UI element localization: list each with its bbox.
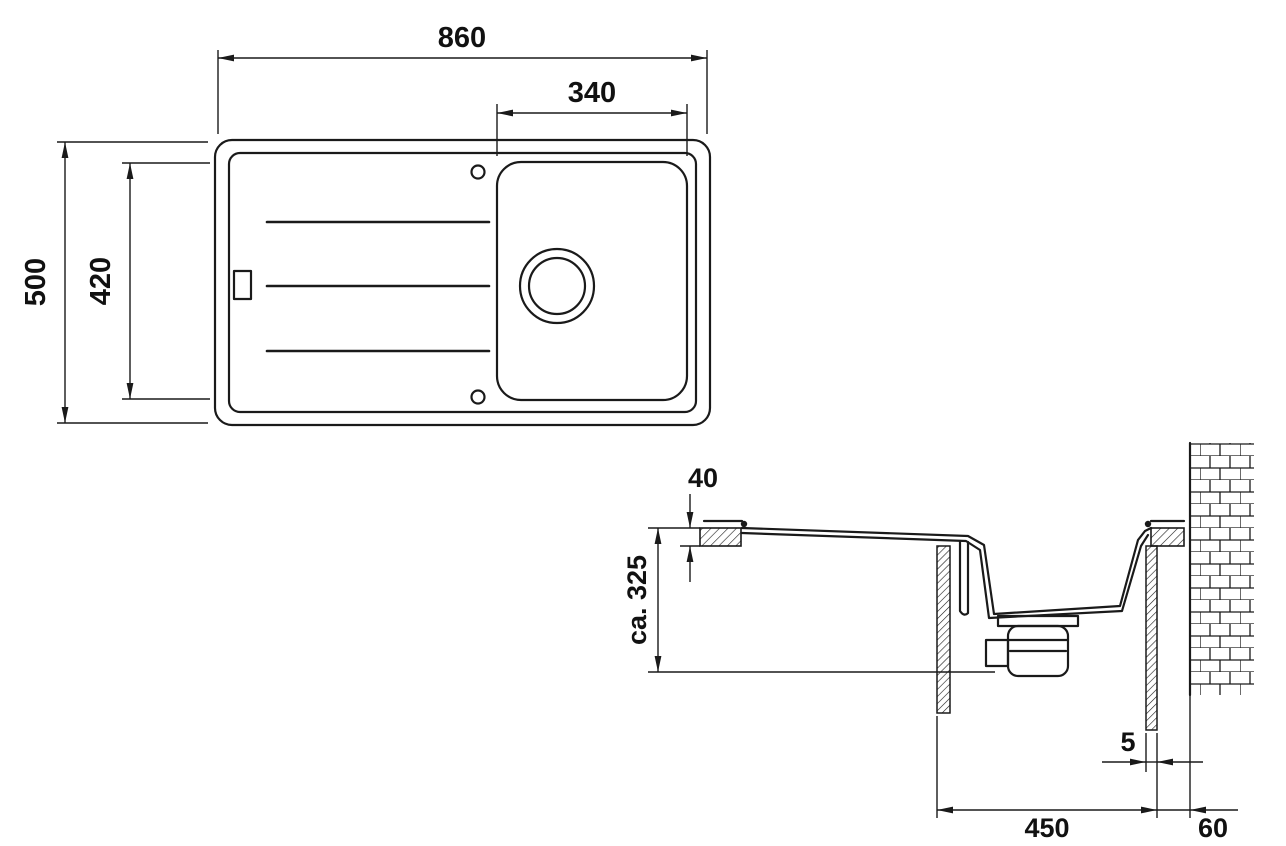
rim-bead-right <box>1144 520 1152 528</box>
waste-assembly <box>984 614 1080 678</box>
dim-overall-depth-label: 500 <box>20 258 52 306</box>
dim-overall-depth: 500 <box>20 141 208 424</box>
dim-bowl-depth-label: 420 <box>85 257 117 305</box>
dim-bowl-width-label: 340 <box>568 77 616 109</box>
drain-inner-circle <box>527 256 587 316</box>
dim-countertop-thickness: 40 <box>648 463 718 582</box>
dim-countertop-thickness-label: 40 <box>688 463 718 493</box>
dim-installation-depth: ca. 325 <box>622 528 995 673</box>
cabinet-panel-left <box>936 545 951 714</box>
dim-bowl-width: 340 <box>496 77 688 156</box>
overflow-pipe <box>958 539 970 616</box>
dim-installation-depth-label: ca. 325 <box>622 555 652 645</box>
dim-bowl-depth: 420 <box>85 162 210 400</box>
wall-brick-hatch <box>1190 443 1254 695</box>
dim-wall-offset: 60 <box>1157 695 1238 843</box>
waste-outlet <box>984 638 1010 668</box>
sink-inner-rim <box>227 151 698 414</box>
countertop-left-section <box>699 527 742 547</box>
rim-bead-left <box>740 520 748 528</box>
tap-hole-bottom <box>470 389 486 405</box>
countertop-right-section <box>1150 527 1185 547</box>
tap-hole-top <box>470 164 486 180</box>
drain-outer-circle <box>518 247 596 325</box>
overflow-slot <box>232 269 253 301</box>
sink-outer-edge <box>213 138 712 427</box>
dim-overall-width: 860 <box>217 22 708 134</box>
dim-wall-offset-label: 60 <box>1198 813 1228 843</box>
dim-overall-width-label: 860 <box>438 22 486 54</box>
bowl-outline <box>495 160 689 402</box>
dim-cabinet-width-label: 450 <box>1024 813 1069 843</box>
dim-panel-gap-label: 5 <box>1120 727 1135 757</box>
sink-profile-outer <box>740 526 1153 616</box>
plan-view: 860 340 500 420 <box>20 22 712 427</box>
dim-panel-gap: 5 <box>1102 727 1203 772</box>
sink-profile-inner <box>740 531 1150 620</box>
dim-cabinet-width: 450 <box>936 716 1158 843</box>
section-view: 40 ca. 325 450 5 60 <box>622 441 1254 843</box>
cabinet-panel-right <box>1145 545 1158 731</box>
